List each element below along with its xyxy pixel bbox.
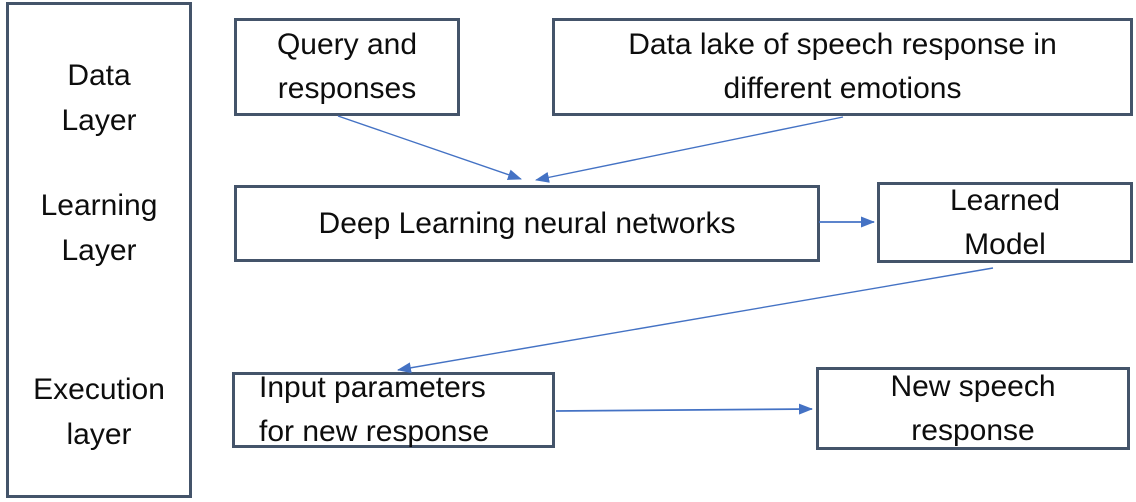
data-lake-box: Data lake of speech response in differen… [552, 18, 1133, 116]
layer-execution-line1: Execution [33, 373, 165, 406]
layer-data-line2: Layer [61, 104, 137, 137]
learned-model-line2: Model [964, 227, 1046, 261]
new-speech-line1: New speech [890, 369, 1056, 403]
layer-learning-line1: Learning [40, 189, 158, 222]
layer-execution-line2: layer [66, 418, 132, 451]
new-speech-line2: response [911, 413, 1035, 447]
layer-label-learning: Learning Layer [9, 183, 189, 273]
learned-model-line1: Learned [949, 183, 1061, 217]
query-responses-line1: Query and [276, 28, 418, 61]
arrow-data-lake-to-deep-learning [535, 116, 844, 183]
query-responses-box: Query and responses [234, 18, 460, 116]
arrow-input-parameters-to-new-speech [555, 403, 813, 415]
input-parameters-line1: Input parameters [259, 371, 486, 404]
learned-model-box: Learned Model [877, 182, 1133, 263]
layer-learning-line2: Layer [61, 234, 137, 267]
layer-panel: Data Layer Learning Layer Execution laye… [6, 2, 192, 498]
layer-label-data: Data Layer [9, 53, 189, 143]
arrow-query-to-deep-learning [337, 115, 522, 180]
input-parameters-line2: for new response [259, 415, 490, 448]
input-parameters-box: Input parameters for new response [232, 371, 555, 448]
deep-learning-label: Deep Learning neural networks [318, 206, 736, 240]
data-lake-line2: different emotions [723, 72, 962, 105]
layer-label-execution: Execution layer [9, 367, 189, 457]
query-responses-line2: responses [277, 72, 417, 105]
new-speech-response-box: New speech response [816, 367, 1130, 450]
layer-data-line1: Data [67, 59, 131, 92]
data-lake-line1: Data lake of speech response in [628, 28, 1057, 61]
deep-learning-box: Deep Learning neural networks [234, 185, 820, 262]
arrow-learned-model-to-input-parameters [397, 267, 994, 374]
